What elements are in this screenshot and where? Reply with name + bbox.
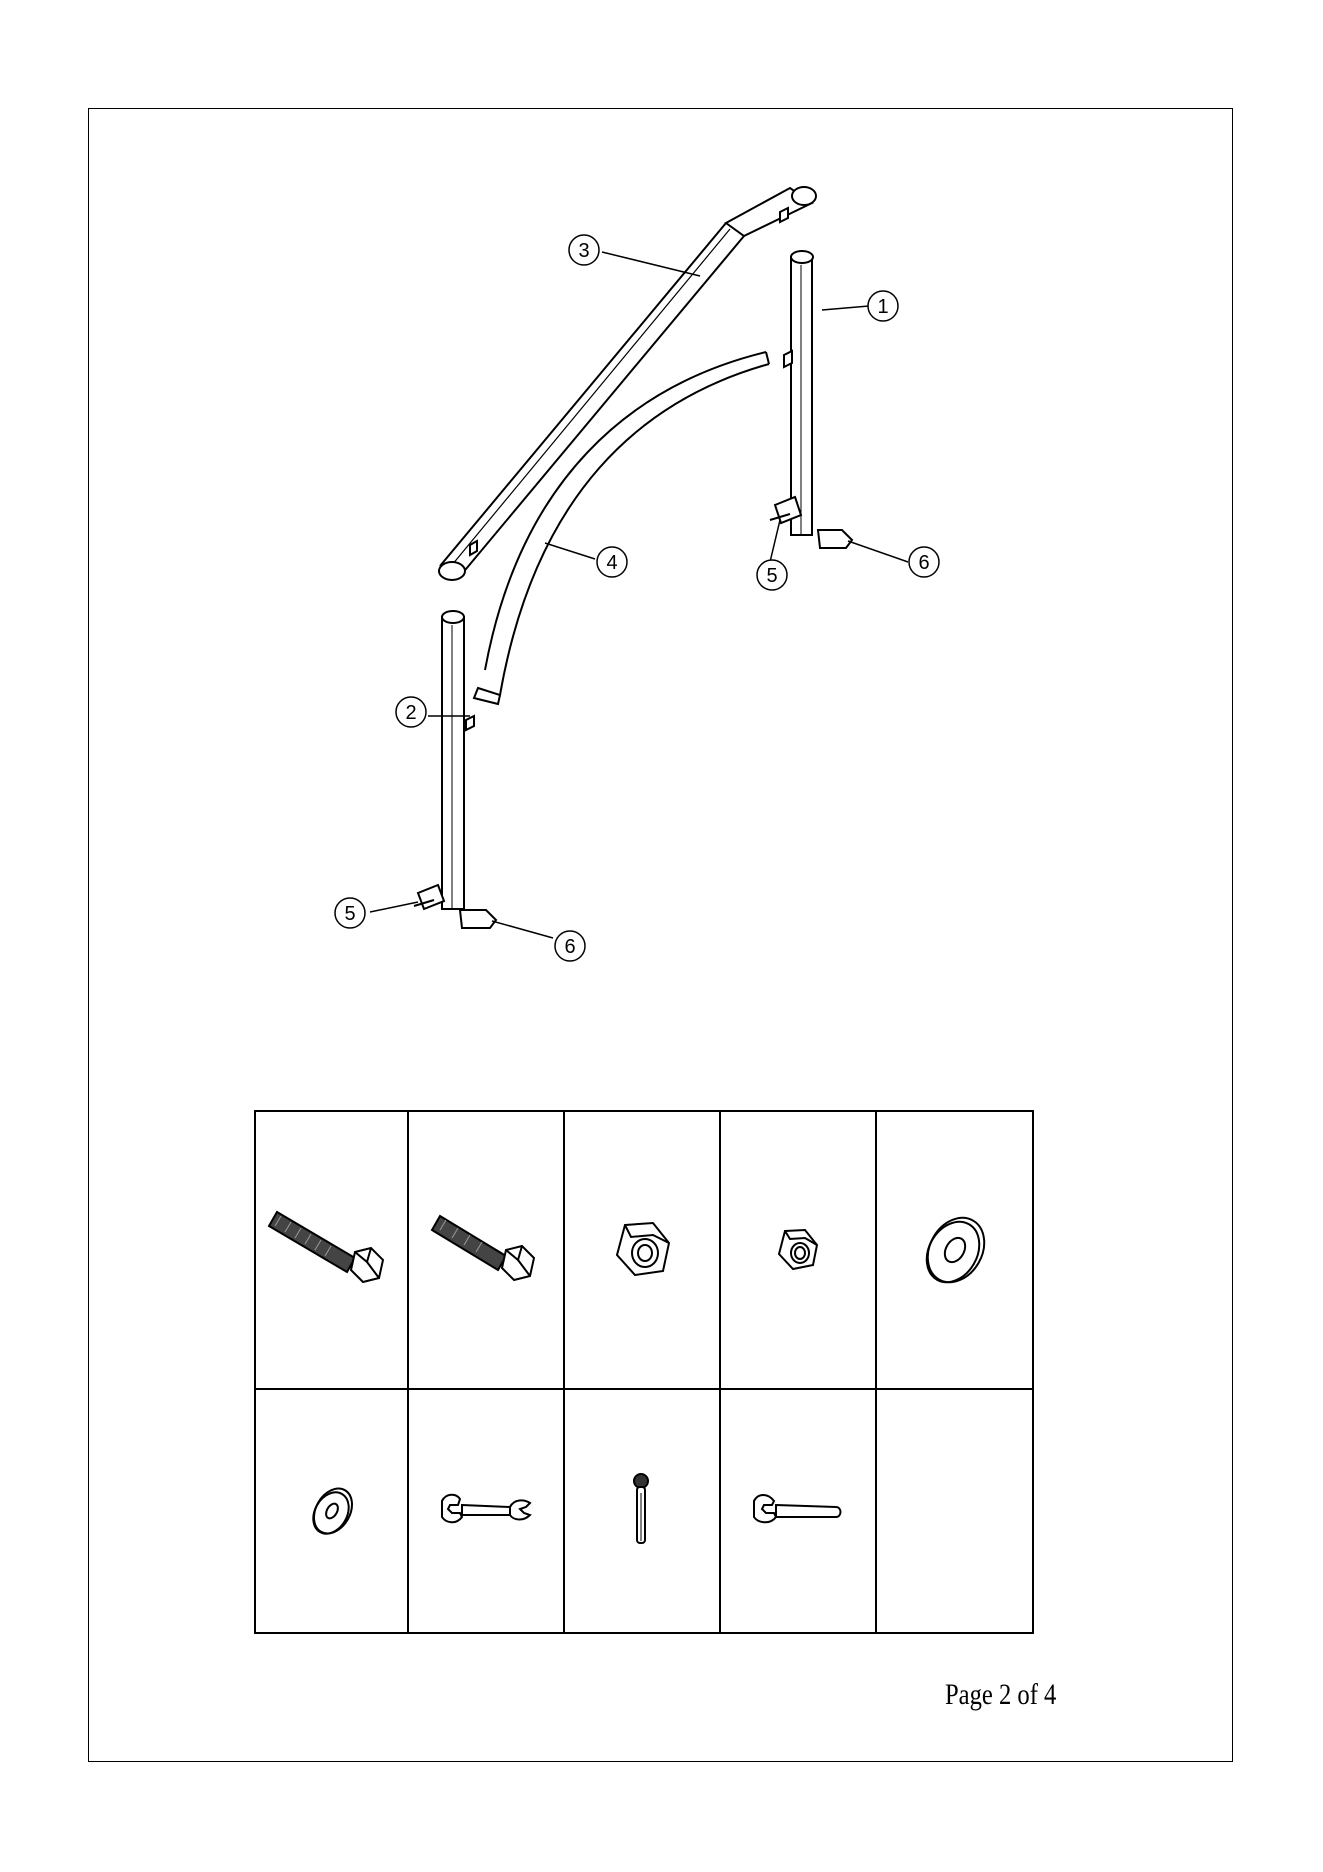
top-rail-bar — [439, 187, 816, 580]
hardware-parts-table — [254, 1110, 1034, 1634]
short-bolt-icon — [426, 1200, 546, 1300]
callout-number-5-left: 5 — [344, 903, 355, 925]
hardware-cell-small-washer — [255, 1389, 408, 1633]
table-row — [255, 1389, 1033, 1633]
hardware-cell-empty — [876, 1389, 1033, 1633]
large-washer-icon — [920, 1210, 990, 1290]
callout-number-3: 3 — [578, 240, 589, 262]
exploded-assembly-diagram: 1 2 3 4 5 6 5 6 — [0, 0, 1323, 1100]
long-bolt-icon — [267, 1200, 397, 1300]
right-post — [770, 251, 852, 548]
small-washer-icon — [307, 1481, 357, 1541]
table-row — [255, 1111, 1033, 1389]
hardware-cell-small-nut — [720, 1111, 876, 1389]
callout-number-6-right: 6 — [918, 552, 929, 574]
small-hex-nut-icon — [773, 1225, 823, 1275]
single-open-wrench-icon — [750, 1491, 846, 1531]
hardware-cell-long-bolt — [255, 1111, 408, 1389]
hardware-cell-allen-key — [564, 1389, 720, 1633]
page-number: Page 2 of 4 — [945, 1678, 1056, 1712]
callout-number-4: 4 — [606, 552, 617, 574]
curved-arch — [474, 352, 769, 704]
hardware-cell-single-wrench — [720, 1389, 876, 1633]
callout-number-1: 1 — [877, 296, 888, 318]
allen-key-icon — [627, 1471, 657, 1551]
callout-number-2: 2 — [405, 702, 416, 724]
hardware-cell-double-wrench — [408, 1389, 564, 1633]
hardware-cell-short-bolt — [408, 1111, 564, 1389]
hardware-cell-large-washer — [876, 1111, 1033, 1389]
callout-number-6-left: 6 — [564, 936, 575, 958]
left-post — [414, 611, 496, 928]
hardware-cell-large-nut — [564, 1111, 720, 1389]
large-hex-nut-icon — [607, 1215, 677, 1285]
callout-number-5-right: 5 — [766, 565, 777, 587]
double-open-wrench-icon — [438, 1491, 534, 1531]
